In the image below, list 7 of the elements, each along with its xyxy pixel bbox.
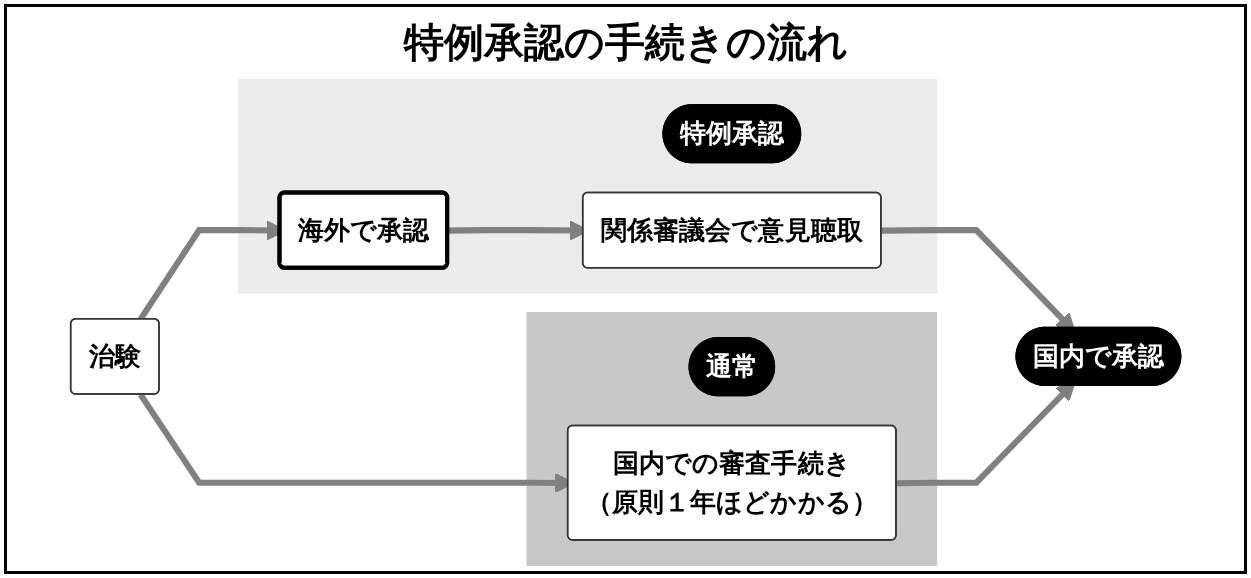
process-box: 海外で承認 — [277, 190, 450, 270]
process-box: 関係審議会で意見聴取 — [581, 191, 882, 269]
title: 特例承認の手続きの流れ — [403, 18, 848, 67]
lane-label-pill: 特例承認 — [662, 104, 802, 164]
process-box: 治験 — [69, 317, 160, 395]
process-box: 国内での審査手続き （原則１年ほどかかる） — [566, 424, 897, 541]
result-pill: 国内で承認 — [1015, 326, 1182, 386]
